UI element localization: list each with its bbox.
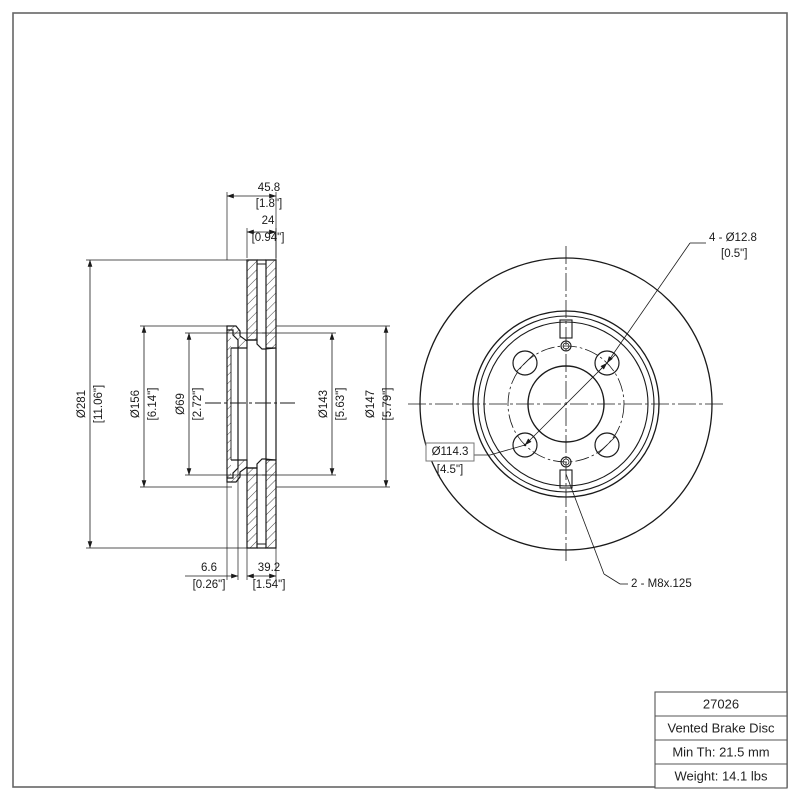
dim-overall-width-inch: [1.8"] [256,198,282,210]
sheet-border [12,12,788,788]
bolt-circle-value: Ø114.3 [432,446,469,458]
dim-inner-vane-value: Ø143 [318,390,330,418]
rotor-upper-section [246,259,277,350]
dim-rotor-thickness-inch: [0.94"] [252,232,285,244]
dim-hub-flange-diameter: Ø156 [6.14"] [130,325,232,488]
screw-hole-top [560,340,572,352]
dim-hat-depth-inch: [1.54"] [253,579,286,591]
dim-outer-diameter-inch: [11.06"] [93,385,105,423]
dim-hat-thickness-value: 6.6 [201,562,217,574]
dim-center-bore: Ø69 [2.72"] [175,332,240,476]
title-block-description: Vented Brake Disc [668,720,775,735]
lug-hole-callout-inch: [0.5"] [721,248,747,260]
dim-hat-thickness-inch: [0.26"] [193,579,226,591]
title-block-weight: Weight: 14.1 lbs [675,768,768,783]
front-face-view: Ø114.3 [4.5"] 4 - Ø12.8 [0.5"] 2 - M8x.1… [408,232,757,590]
slot-feature-group [559,319,573,489]
bolt-circle-value-box [425,442,475,462]
hat-flange-upper [226,325,266,403]
lug-hole [594,432,620,458]
rotor-lower-section [246,458,277,549]
bolt-circle-inch: [4.5"] [437,464,463,476]
bolt-circle-dimension: Ø114.3 [4.5"] [425,362,608,476]
dim-hat-depth-value: 39.2 [258,562,280,574]
title-block: 27026 Vented Brake Disc Min Th: 21.5 mm … [654,691,788,789]
dim-rotor-thickness: 24 [0.94"] [246,215,285,258]
dim-overall-width-value: 45.8 [258,182,280,194]
title-block-part-number: 27026 [703,696,739,711]
dim-inner-vane-diameter: Ø143 [5.63"] [262,332,347,476]
title-block-min-thickness: Min Th: 21.5 mm [672,744,769,759]
dim-rotor-thickness-value: 24 [262,215,275,227]
hub-barrel [246,341,277,467]
cross-section-side-view: 45.8 [1.8"] 24 [0.94"] Ø281 [11.06"] [76,182,394,591]
lug-hole-callout: 4 - Ø12.8 [0.5"] [606,232,757,364]
lug-hole [512,350,538,376]
dim-outer-diameter-value: Ø281 [76,390,88,418]
dim-hat-depth: 39.2 [1.54"] [246,548,286,591]
dim-hat-thickness: 6.6 [0.26"] [185,460,239,591]
slot-feature-bottom [559,469,573,489]
dim-hub-flange-inch: [6.14"] [147,388,159,421]
dim-disc-inner-value: Ø147 [365,390,377,418]
screw-hole-callout-value: 2 - M8x.125 [631,578,692,590]
dim-center-bore-value: Ø69 [175,393,187,415]
lug-hole-callout-value: 4 - Ø12.8 [709,232,757,244]
dim-outer-diameter: Ø281 [11.06"] [76,259,250,549]
dim-disc-inner-diameter: Ø147 [5.79"] [276,325,394,488]
dim-overall-width: 45.8 [1.8"] [226,182,282,260]
slot-feature-top [559,319,573,339]
dim-hub-flange-value: Ø156 [130,390,142,418]
screw-hole-bottom [560,456,572,468]
screw-hole-group [560,340,572,468]
dim-disc-inner-inch: [5.79"] [382,388,394,421]
dim-center-bore-inch: [2.72"] [192,388,204,421]
screw-hole-callout: 2 - M8x.125 [565,473,692,590]
dim-inner-vane-inch: [5.63"] [335,388,347,421]
